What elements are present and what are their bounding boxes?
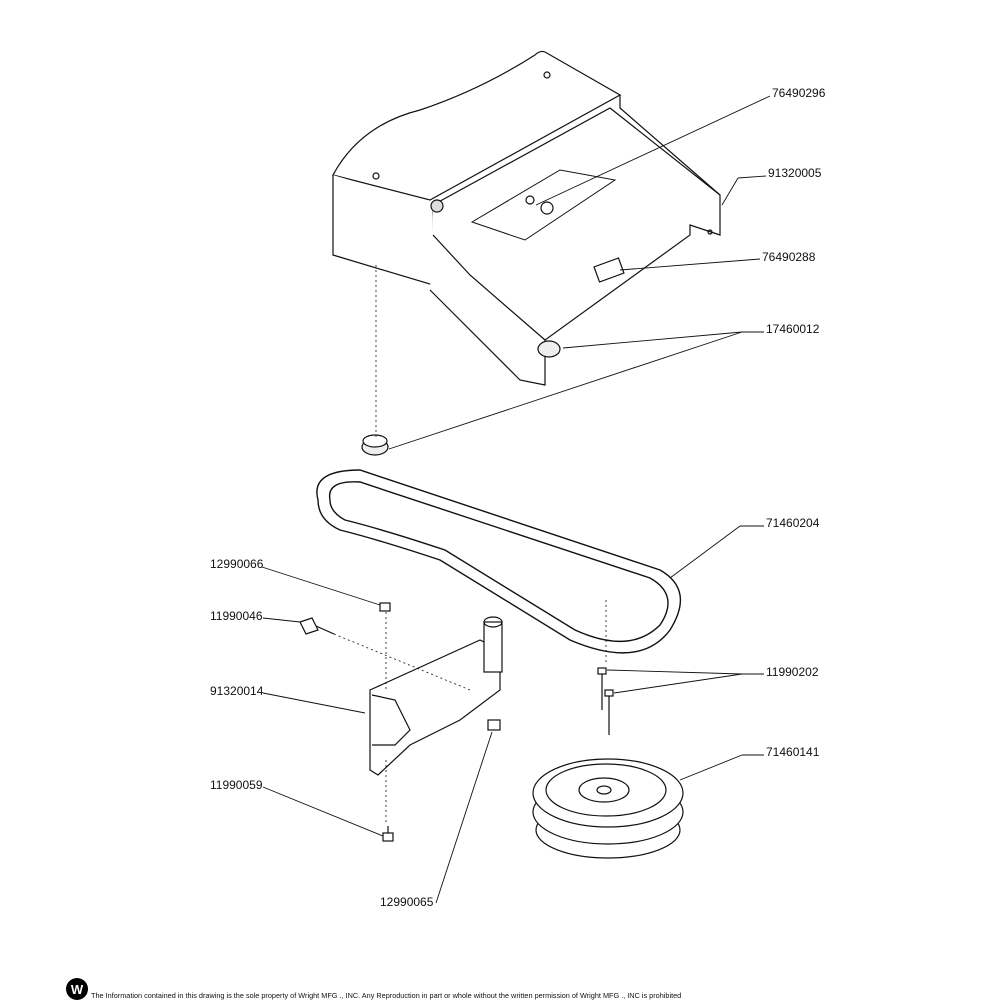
part-label-91320014: 91320014 bbox=[210, 684, 264, 698]
part-label-12990066: 12990066 bbox=[210, 557, 264, 571]
disclaimer-text: The Information contained in this drawin… bbox=[91, 991, 682, 1000]
belt-cover-drawing bbox=[332, 50, 721, 386]
belt-drawing bbox=[316, 469, 682, 654]
part-label-11990202: 11990202 bbox=[766, 665, 819, 679]
part-label-11990046: 11990046 bbox=[210, 609, 263, 623]
footer: W The Information contained in this draw… bbox=[66, 978, 681, 1000]
wright-logo-icon: W bbox=[66, 978, 88, 1000]
part-label-76490296: 76490296 bbox=[772, 86, 826, 100]
leader-lines bbox=[261, 95, 771, 904]
part-label-71460141: 71460141 bbox=[766, 745, 820, 759]
bumper-drawing bbox=[361, 434, 389, 456]
part-label-17460012: 17460012 bbox=[766, 322, 820, 336]
assembly-axis-lines bbox=[333, 265, 607, 825]
part-label-76490288: 76490288 bbox=[762, 250, 816, 264]
part-label-12990065: 12990065 bbox=[380, 895, 434, 909]
part-label-11990059: 11990059 bbox=[210, 778, 263, 792]
bolts-drawing bbox=[299, 602, 614, 842]
pulley-drawing bbox=[532, 758, 684, 859]
idler-bracket-drawing bbox=[369, 616, 503, 776]
part-label-71460204: 71460204 bbox=[766, 516, 820, 530]
part-label-91320005: 91320005 bbox=[768, 166, 822, 180]
